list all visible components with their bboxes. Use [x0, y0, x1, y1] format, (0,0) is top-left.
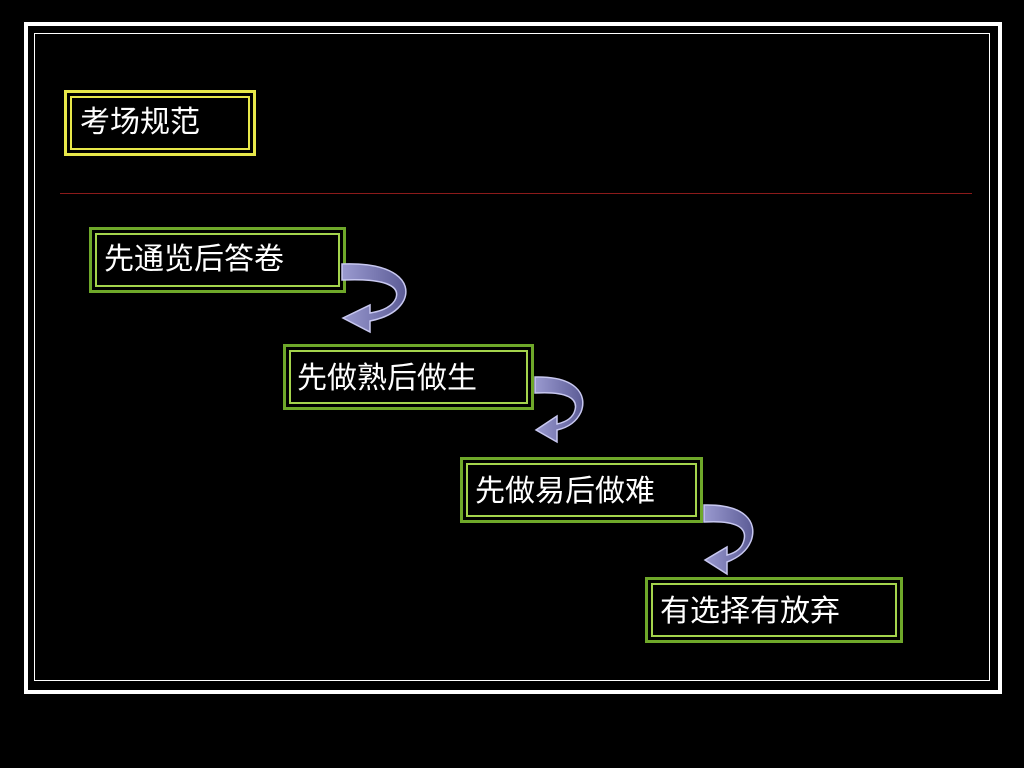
- step-label-3: 先做易后做难: [475, 474, 655, 509]
- step-box-3: [460, 457, 703, 523]
- slide-title: 考场规范: [80, 105, 200, 140]
- divider-line: [60, 193, 972, 194]
- slide-frame-outer: [24, 22, 1002, 694]
- step-label-1: 先通览后答卷: [104, 242, 284, 277]
- step-box-4: [645, 577, 903, 643]
- step-box-2: [283, 344, 534, 410]
- title-box: [64, 90, 256, 156]
- step-label-2: 先做熟后做生: [297, 361, 477, 396]
- step-label-4: 有选择有放弃: [660, 594, 840, 629]
- step-box-1: [89, 227, 346, 293]
- slide-frame-inner: [34, 33, 990, 681]
